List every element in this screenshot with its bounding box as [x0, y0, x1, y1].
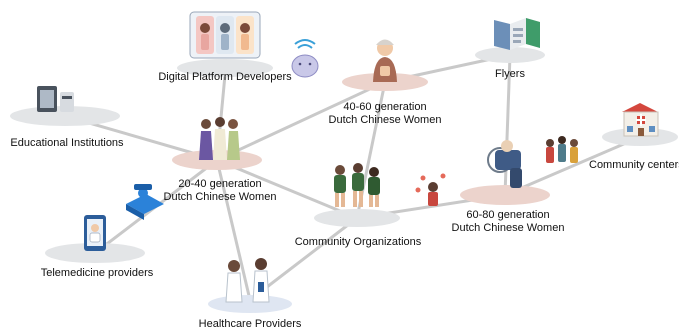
disc-telemedicine: [45, 243, 145, 263]
chat-person-icon: [415, 173, 446, 206]
disc-healthcare: [208, 295, 292, 313]
family-icon: [546, 136, 578, 163]
label-60-80-line1: 60-80 generation: [466, 209, 550, 221]
edge-flyers-60-80: [503, 53, 512, 197]
disc-community-org: [314, 209, 400, 227]
doctors-icon: [225, 258, 270, 303]
label-20-40-line2: Dutch Chinese Women: [163, 191, 277, 203]
disc-flyers: [475, 47, 545, 63]
elderly-woman-icon: [373, 39, 397, 82]
label-community-organizations: Community Organizations: [294, 236, 422, 248]
disc-digital-platform: [177, 59, 273, 77]
label-flyers: Flyers: [495, 68, 525, 80]
label-40-60-line1: 40-60 generation: [343, 101, 427, 113]
label-60-80-generation: 60-80 generation Dutch Chinese Women: [443, 209, 573, 235]
disc-community-centers: [602, 128, 678, 146]
smart-speaker-icon: [291, 39, 319, 78]
edge-20-40-community-org: [215, 158, 359, 220]
disc-60-80: [460, 185, 550, 205]
label-20-40-line1: 20-40 generation: [178, 178, 262, 190]
label-20-40-generation: 20-40 generation Dutch Chinese Women: [160, 178, 280, 204]
label-digital-platform-developers: Digital Platform Developers: [158, 71, 292, 83]
edge-60-80-community-centers: [503, 135, 642, 197]
edge-20-40-healthcare: [215, 158, 252, 302]
elderly-wheelchair-icon: [487, 140, 522, 188]
edge-40-60-20-40: [215, 80, 387, 162]
telemedicine-phone-icon: [84, 215, 106, 251]
label-educational-institutions: Educational Institutions: [10, 137, 124, 149]
label-telemedicine-providers: Telemedicine providers: [40, 267, 154, 279]
computer-icon: [37, 86, 74, 112]
label-40-60-generation: 40-60 generation Dutch Chinese Women: [325, 101, 445, 127]
label-60-80-line2: Dutch Chinese Women: [451, 222, 565, 234]
phone-app-icon: [189, 11, 261, 59]
hospital-icon: [622, 103, 659, 137]
label-community-centers: Community centers: [589, 159, 679, 171]
label-40-60-line2: Dutch Chinese Women: [328, 114, 442, 126]
sports-group-icon: [334, 163, 380, 207]
brochure-icon: [494, 18, 540, 50]
women-group-icon: [199, 117, 240, 160]
label-healthcare-providers: Healthcare Providers: [198, 318, 302, 330]
isometric-device-icon: [126, 184, 164, 220]
